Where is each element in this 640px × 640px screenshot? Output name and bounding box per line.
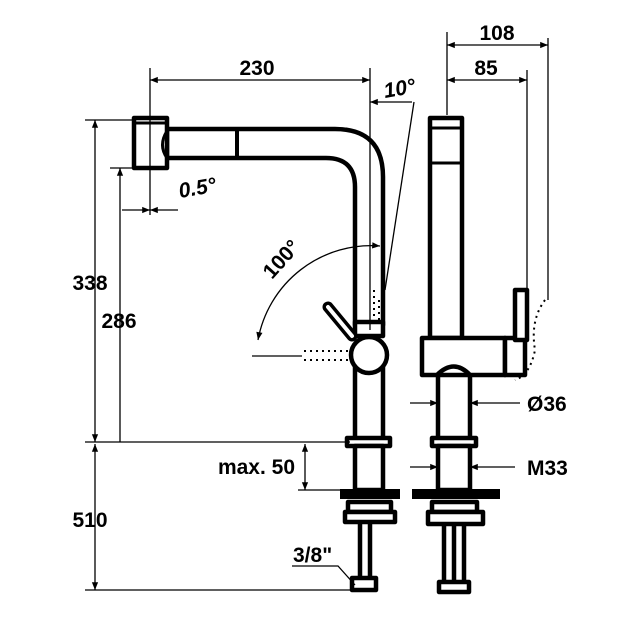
side-body-block [419,335,508,378]
body-diameter-label: Ø36 [527,393,567,416]
side-mounting-plate [412,489,500,499]
lever-handle [326,305,354,338]
side-depth-total-label: 108 [479,22,514,45]
outlet-height-label: 286 [101,310,136,333]
outlet-angle-label: 0.5° [177,174,219,203]
spout-tilt-label: 10° [382,75,418,103]
swivel-angle-label: 100° [259,236,305,284]
connection-nut [349,575,379,593]
total-height-label: 338 [72,272,107,295]
mounting-plate [340,489,400,499]
counter-thickness-label: max. 50 [218,456,295,479]
side-depth-body-label: 85 [474,57,498,80]
side-view [412,115,546,595]
side-spout-tube [427,115,465,341]
spout-reach-label: 230 [239,57,274,80]
thread-size-label: M33 [527,457,568,480]
front-view [131,115,400,593]
spout-collar [352,319,386,339]
spout-tube [164,126,386,328]
dimension-lines [85,32,549,591]
lever-hub [348,334,390,376]
connection-size-label: 3/8" [293,544,332,567]
shank [352,443,386,493]
side-body [435,372,473,443]
side-lever [512,287,530,343]
below-counter-label: 510 [72,509,107,532]
